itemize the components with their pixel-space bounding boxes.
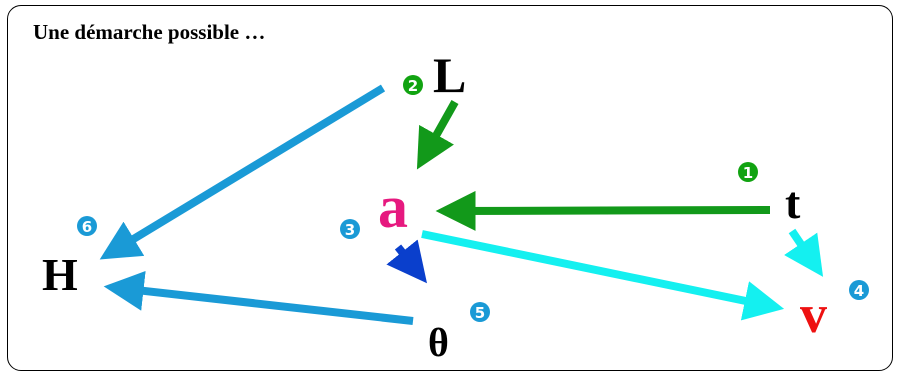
arrow-t-to-a — [435, 190, 771, 231]
step-badge-1: 1 — [738, 162, 758, 182]
node-L: L — [433, 47, 466, 103]
node-a: a — [378, 174, 408, 240]
node-v: v — [800, 284, 827, 344]
node-H: H — [42, 249, 78, 300]
svg-text:6: 6 — [82, 218, 92, 236]
arrow-t-to-v — [784, 228, 824, 277]
arrow-L-to-H — [99, 84, 386, 260]
svg-text:5: 5 — [475, 304, 485, 322]
svg-text:1: 1 — [743, 164, 753, 182]
step-badge-4: 4 — [849, 280, 869, 300]
step-badge-6: 6 — [77, 216, 97, 236]
step-badge-5: 5 — [470, 302, 490, 322]
node-theta: θ — [428, 320, 449, 365]
arrow-theta-to-H — [103, 270, 414, 325]
step-badge-3: 3 — [340, 219, 360, 239]
step-badge-2: 2 — [403, 75, 423, 95]
arrow-a-to-theta — [386, 239, 427, 284]
arrow-L-to-a — [416, 100, 459, 170]
node-t: t — [785, 177, 801, 228]
diagram-frame — [7, 5, 893, 371]
svg-text:2: 2 — [408, 77, 418, 95]
diagram-title: Une démarche possible … — [33, 20, 266, 44]
svg-text:4: 4 — [854, 282, 864, 300]
svg-text:3: 3 — [345, 221, 355, 239]
arrow-a-to-v — [421, 230, 785, 321]
